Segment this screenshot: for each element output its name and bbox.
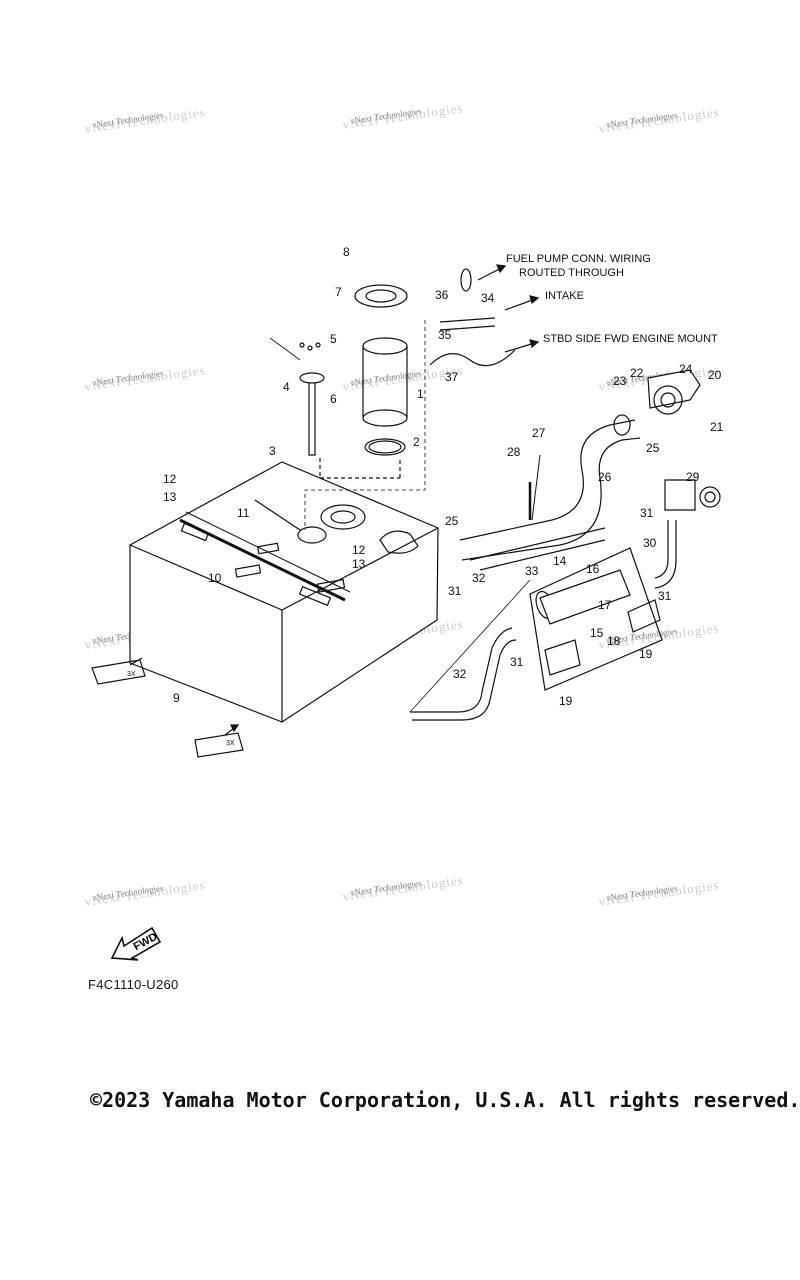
callout-9: 9 — [173, 691, 180, 705]
intake-tube — [439, 317, 496, 331]
note-fuel-pump-wiring-2: ROUTED THROUGH — [519, 267, 624, 279]
note-fuel-pump-wiring-1: FUEL PUMP CONN. WIRING — [506, 253, 651, 265]
callout-17: 17 — [598, 598, 612, 612]
note-3x-a: 3X — [127, 671, 136, 678]
level-sender — [269, 337, 325, 456]
fwd-arrow-icon: FWD — [108, 918, 164, 969]
callout-5: 5 — [330, 332, 337, 346]
callout-2: 2 — [413, 435, 420, 449]
callout-10: 10 — [208, 571, 222, 585]
callout-3: 3 — [269, 444, 276, 458]
fuel-pump — [304, 284, 426, 530]
callout-15: 15 — [590, 626, 604, 640]
note-stbd-mount: STBD SIDE FWD ENGINE MOUNT — [543, 333, 718, 345]
fuel-filter-assembly — [529, 547, 663, 691]
annotation-notes: FUEL PUMP CONN. WIRING ROUTED THROUGH IN… — [127, 253, 718, 747]
callout-32a: 32 — [472, 571, 486, 585]
callout-25b: 25 — [445, 514, 459, 528]
callout-12b: 12 — [352, 543, 366, 557]
callout-34: 34 — [481, 291, 495, 305]
callout-13b: 13 — [352, 557, 366, 571]
callout-24: 24 — [679, 362, 693, 376]
callout-7: 7 — [335, 285, 342, 299]
callout-28: 28 — [507, 445, 521, 459]
callout-25a: 25 — [646, 441, 660, 455]
callout-4: 4 — [283, 380, 290, 394]
callout-22: 22 — [630, 366, 644, 380]
callout-18: 18 — [607, 634, 621, 648]
callout-8: 8 — [343, 245, 350, 259]
callout-26: 26 — [598, 470, 612, 484]
callout-31d: 31 — [448, 584, 462, 598]
callout-27: 27 — [532, 426, 546, 440]
callout-37: 37 — [445, 370, 459, 384]
annotation-arrows — [129, 264, 540, 736]
callout-30: 30 — [643, 536, 657, 550]
callout-1: 1 — [417, 387, 424, 401]
callout-33: 33 — [525, 564, 539, 578]
fuel-hoses — [409, 419, 641, 721]
callout-12: 12 — [163, 472, 177, 486]
callout-16: 16 — [586, 562, 600, 576]
mat-9a — [91, 659, 146, 685]
callout-32b: 32 — [453, 667, 467, 681]
note-3x-b: 3X — [226, 740, 235, 747]
callout-31a: 31 — [640, 506, 654, 520]
callout-19a: 19 — [639, 647, 653, 661]
callout-6: 6 — [330, 392, 337, 406]
callout-31b: 31 — [658, 589, 672, 603]
callout-20: 20 — [708, 368, 722, 382]
copyright-notice: ©2023 Yamaha Motor Corporation, U.S.A. A… — [90, 1088, 800, 1112]
callout-14: 14 — [553, 554, 567, 568]
callout-31c: 31 — [510, 655, 524, 669]
outlet-fitting — [613, 369, 721, 589]
part-callouts: 1 2 3 4 5 6 7 8 9 10 11 12 13 12 13 14 1… — [163, 245, 724, 708]
grommet-34 — [460, 268, 472, 292]
callout-13: 13 — [163, 490, 177, 504]
fuel-system-exploded-diagram: 1 2 3 4 5 6 7 8 9 10 11 12 13 12 13 14 1… — [91, 245, 724, 758]
callout-19b: 19 — [559, 694, 573, 708]
callout-35: 35 — [438, 328, 452, 342]
callout-29: 29 — [686, 470, 700, 484]
callout-36: 36 — [435, 288, 449, 302]
diagram-code: F4C1110-U260 — [88, 977, 179, 992]
mat-9b — [194, 732, 244, 758]
callout-21: 21 — [710, 420, 724, 434]
fuel-tank — [129, 461, 439, 723]
callout-23: 23 — [613, 374, 627, 388]
wire-37 — [429, 349, 516, 367]
callout-11: 11 — [237, 506, 250, 520]
note-intake: INTAKE — [545, 290, 584, 302]
